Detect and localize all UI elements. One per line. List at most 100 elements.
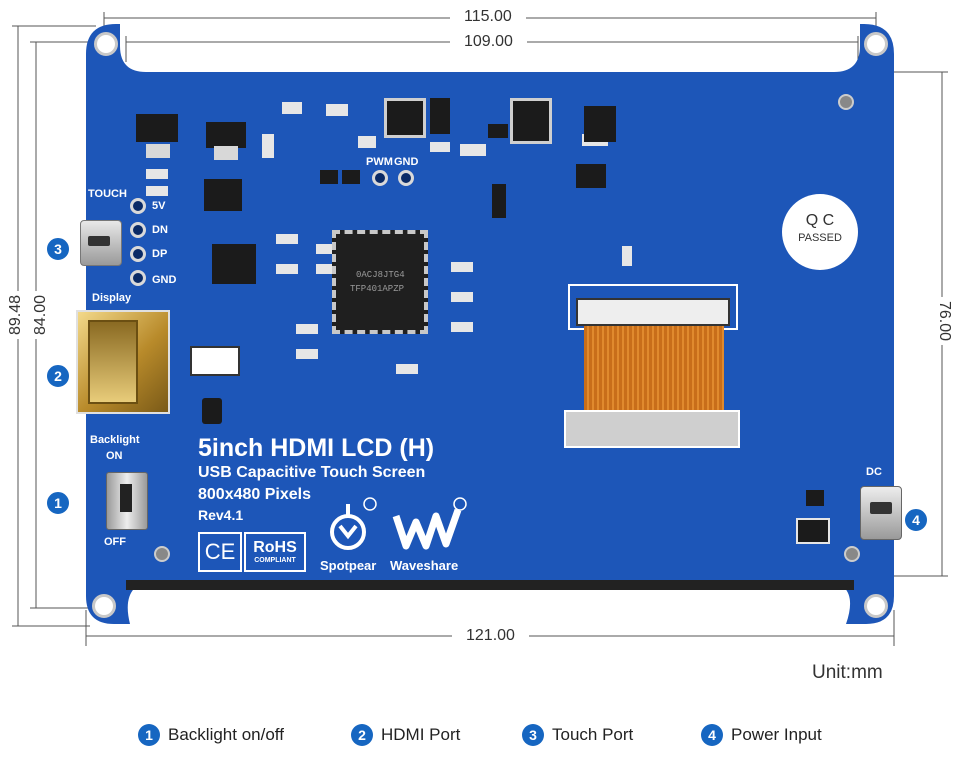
legend-item-1: 1 Backlight on/off <box>138 724 284 746</box>
touch-pin-5v-label: 5V <box>152 200 166 212</box>
usb-hub-chip <box>212 244 256 284</box>
smd-chip-a <box>204 179 242 211</box>
touch-pin-dn <box>130 222 146 238</box>
touch-pin-dp <box>130 246 146 262</box>
unit-label: Unit:mm <box>812 662 883 683</box>
smd-part <box>282 102 302 114</box>
diode-2 <box>430 142 450 152</box>
gnd-pad <box>398 170 414 186</box>
fpc-connector-housing <box>576 298 730 326</box>
backlight-on-label: ON <box>106 450 123 462</box>
transistor-1 <box>488 124 508 138</box>
legend-label-4: Power Input <box>731 725 822 744</box>
spotpear-logo-icon <box>330 497 377 550</box>
legend-item-3: 3 Touch Port <box>522 724 633 746</box>
board-title: 5inch HDMI LCD (H) <box>198 434 435 462</box>
gnd-pad-label: GND <box>394 156 419 168</box>
chip-marking-2: TFP401APZP <box>350 284 405 294</box>
hdmi-port-slot <box>88 320 138 404</box>
board-subtitle: USB Capacitive Touch Screen <box>198 464 426 481</box>
dim-bottom: 121.00 <box>452 627 529 645</box>
callout-4: 4 <box>903 507 929 533</box>
qc-sticker-top: Q C <box>805 212 835 229</box>
backlight-label: Backlight <box>90 434 140 446</box>
smd-part <box>396 364 418 374</box>
legend-num-1: 1 <box>138 724 160 746</box>
legend-label-2: HDMI Port <box>381 725 461 744</box>
brand-waveshare: Waveshare <box>390 558 459 573</box>
mount-hole-tl <box>94 32 118 56</box>
callout-3: 3 <box>45 236 71 262</box>
smd-part <box>622 246 632 266</box>
inductor-2 <box>510 98 552 144</box>
cap-2 <box>342 170 360 184</box>
callout-2: 2 <box>45 363 71 389</box>
diode-1 <box>430 98 450 134</box>
brand-spotpear: Spotpear <box>320 558 377 573</box>
smd-part <box>326 104 348 116</box>
ic-top-right <box>576 164 606 188</box>
qc-sticker: Q C PASSED <box>782 194 858 270</box>
dc-regulator <box>796 518 830 544</box>
rohs-badge: RoHS COMPLIANT <box>244 532 306 572</box>
rohs-top: RoHS <box>253 539 297 556</box>
backlight-switch-knob[interactable] <box>120 484 132 512</box>
legend-item-2: 2 HDMI Port <box>351 724 460 746</box>
regulator-2 <box>206 122 246 148</box>
ce-mark-text: CE <box>204 539 236 564</box>
regulator-1 <box>136 114 178 142</box>
legend-num-4: 4 <box>701 724 723 746</box>
smd-part <box>451 322 473 332</box>
qc-sticker-bottom: PASSED <box>798 232 842 244</box>
backlight-off-label: OFF <box>104 536 126 548</box>
callout-1: 1 <box>45 490 71 516</box>
smd-part <box>276 264 298 274</box>
chip-marking-1: 0ACJ8JTG4 <box>356 270 405 280</box>
smd-part <box>296 349 318 359</box>
pcb-shape <box>86 24 894 624</box>
mosfet-chip <box>584 106 616 142</box>
legend-label-1: Backlight on/off <box>168 725 284 744</box>
dc-transistor <box>806 490 824 506</box>
dim-right: 76.00 <box>935 296 954 346</box>
smd-part <box>146 186 168 196</box>
display-label: Display <box>92 292 132 304</box>
touch-pin-gnd-label: GND <box>152 274 177 286</box>
via-bl <box>154 546 170 562</box>
smd-part <box>146 169 168 179</box>
board-resolution: 800x480 Pixels <box>198 486 311 503</box>
waveshare-logo-icon <box>392 497 467 550</box>
lcd-panel-edge <box>126 580 854 590</box>
dim-left-outer: 89.48 <box>7 290 26 340</box>
cap-1 <box>320 170 338 184</box>
fpc-connector-small-tab <box>202 398 222 424</box>
regulator-1-tab <box>146 144 170 158</box>
ce-mark: CE <box>198 532 242 572</box>
mount-hole-br <box>864 594 888 618</box>
pwm-pad <box>372 170 388 186</box>
dim-top-outer: 115.00 <box>450 8 526 26</box>
micro-usb-touch-slot <box>88 236 110 246</box>
legend-label-3: Touch Port <box>552 725 634 744</box>
smd-part <box>451 292 473 302</box>
legend-num-3: 3 <box>522 724 544 746</box>
touch-pin-dn-label: DN <box>152 224 168 236</box>
mount-hole-bl <box>92 594 116 618</box>
pwm-label: PWM <box>366 156 393 168</box>
legend-item-4: 4 Power Input <box>701 724 822 746</box>
inductor-1 <box>384 98 426 138</box>
mount-hole-tr <box>864 32 888 56</box>
smd-part <box>276 234 298 244</box>
smd-part <box>262 134 274 158</box>
smd-part <box>492 184 506 218</box>
via-br <box>844 546 860 562</box>
regulator-2-tab <box>214 146 238 160</box>
smd-part <box>316 264 338 274</box>
via-tr <box>838 94 854 110</box>
legend-num-2: 2 <box>351 724 373 746</box>
tfp401-chip: 0ACJ8JTG4 TFP401APZP <box>332 230 428 334</box>
fpc-connector-small <box>190 346 240 376</box>
pcb-board: PWM GND TOUCH 5V DN DP GND Display 0ACJ8… <box>76 24 902 624</box>
smd-part <box>358 136 376 148</box>
smd-part <box>460 144 486 156</box>
